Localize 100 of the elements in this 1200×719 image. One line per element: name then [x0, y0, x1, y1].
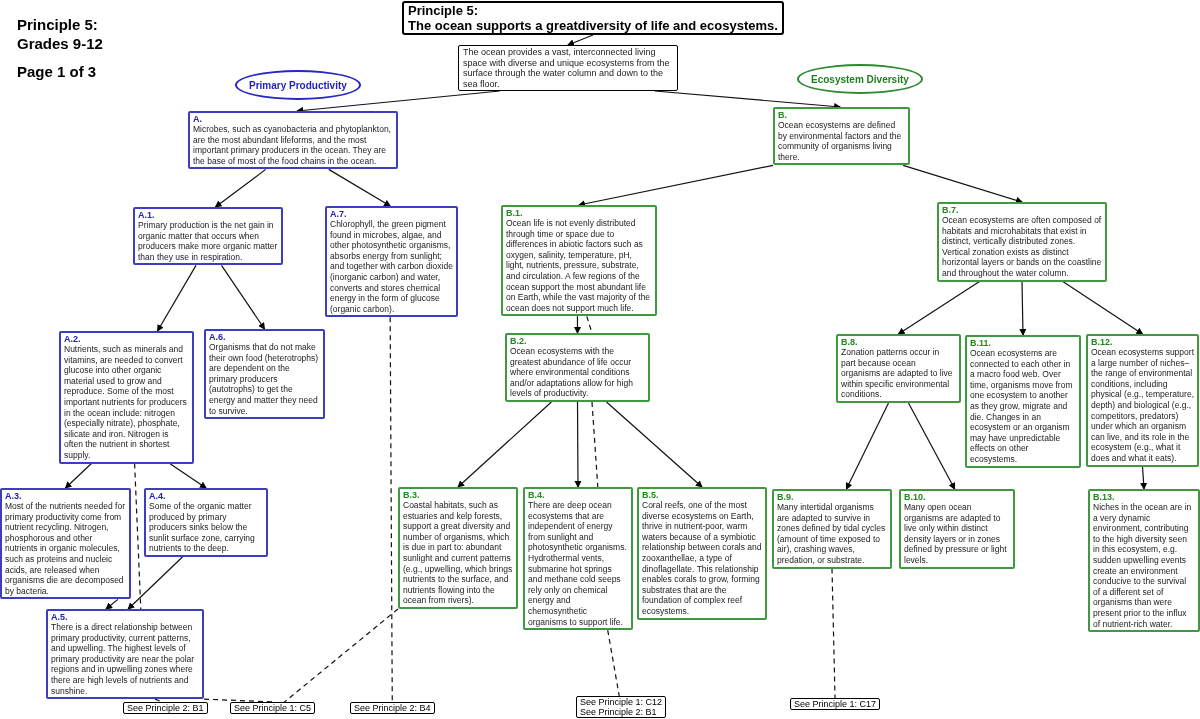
concept-text: Ocean ecosystems are defined by environmental factors and the community of organisms living there. [778, 120, 903, 163]
concept-box [46, 609, 204, 700]
arrow [127, 556, 184, 610]
concept-text: Most of the nutrients needed for primary productivity come from nutrient recycling. Nitrogen, phosphorous and other nutrients in organic molecules, such as proteins and nucleic acids, are released when organisms die are decomposed by bacteria. [5, 501, 126, 597]
concept-box [937, 202, 1107, 282]
concept-heading: B.13. [1093, 492, 1116, 502]
concept-text: Ocean ecosystems with the greatest abundance of life occur where environmental conditions and/or adaptations allow for high levels of productivity. [510, 346, 634, 399]
concept-heading: B.4. [528, 490, 546, 500]
concept-text: Ocean ecosystems are connected to each other in a macro food web. Over time, organisms move from one ecosystem to another as they grow, migrate and die. Changes in an ecosystem or an organism may have unpredictable effects on other ecosystems. [970, 348, 1074, 465]
page-number: Page 1 of 3 [17, 62, 97, 81]
concept-text: Organisms that do not make their own food (heterotrophs) are dependent on the primary producers (autotrophs) to get the energy and matter they need to survive. [209, 342, 320, 417]
reference-box [123, 702, 208, 714]
arrow [1019, 280, 1027, 336]
title-text: Principle 5: [408, 3, 480, 18]
concept-box [505, 333, 650, 402]
concept-text: Coral reefs, one of the most diverse ecosystems on Earth, thrive in nutrient-poor, warm waters because of a symbiotic relationship between corals and zooxanthellae, a type of dinoflagellate. This relationship enables corals to grow, forming substrates that are the foundation of complex reef ecosystems. [642, 500, 762, 617]
arrow [156, 264, 197, 332]
arrow [605, 401, 703, 488]
concept-box [1086, 334, 1199, 467]
concept-heading: A. [193, 114, 203, 124]
dashed-connector [831, 567, 836, 699]
arrow [1062, 280, 1144, 335]
arrow [578, 164, 774, 208]
reference-text: See Principle 2: B1 [127, 703, 204, 713]
title-box [402, 1, 784, 35]
concept-box [1088, 489, 1200, 633]
concept-heading: B.9. [777, 492, 795, 502]
arrow [567, 34, 594, 46]
concept-text: Zonation patterns occur in part because ocean organisms are adapted to live within specific environmental conditions. [841, 347, 954, 400]
dashed-connector [591, 401, 599, 488]
dashed-connector [283, 608, 399, 703]
concept-text: Chlorophyll, the green pigment found in microbes, algae, and other photosynthetic organisms, absorbs energy from sunlight; and together with carbon dioxide (inorganic carbon) and water, converts and stores chemical energy in the form of glucose (organic carbon). [330, 219, 453, 315]
intro-text: The ocean provides a vast, interconnected living space with diverse and unique ecosystems from the surface through the water column and down to the sea floor. [463, 47, 671, 89]
concept-box [899, 489, 1015, 569]
arrow [845, 402, 890, 490]
concept-text: Niches in the ocean are in a very dynamic environment, contributing to the high diversity seen in this ecosystem, e.g. sudden upwelling events create an environment conducive to the survival of a different set of organisms than were present prior to the influx of nutrient-rich water. [1093, 502, 1193, 630]
arrow [574, 315, 581, 334]
concept-heading: A.2. [64, 334, 82, 344]
reference-box [350, 702, 435, 714]
concept-text: There is a direct relationship between primary productivity, current patterns, and upwelling. The highest levels of primary productivity are near the polar regions and in upwelling zones where there are high levels of nutrients and sunshine. [51, 622, 196, 697]
reference-text: See Principle 1: C5 [234, 703, 312, 713]
arrow [214, 168, 267, 208]
concept-box [0, 488, 131, 600]
concept-box [501, 205, 657, 317]
arrow [907, 402, 956, 490]
reference-box [576, 696, 667, 718]
dashed-connector [607, 629, 620, 697]
concept-box [325, 206, 458, 318]
concept-heading: B.8. [841, 337, 859, 347]
reference-box [790, 698, 881, 710]
concept-heading: B.1. [506, 208, 524, 218]
concept-box [523, 487, 633, 631]
concept-box [188, 111, 398, 170]
concept-text: Coastal habitats, such as estuaries and kelp forests, support a great diversity and number of organisms, which is due in part to: abundant sunlight and current patterns (e.g., upwelling, which brings nutrients to the surface, and nutrients flowing into the ocean from rivers). [403, 500, 513, 606]
reference-text: See Principle 1: C12 [580, 697, 663, 707]
category-label: Ecosystem Diversity [811, 72, 909, 87]
concept-text: There are deep ocean ecosystems that are independent of energy from sunlight and photosynthetic organisms. Hydrothermal vents, submarine hot springs and methane cold seeps rely only on chemical energy and chemosynthetic organisms to support life. [528, 500, 628, 628]
concept-text: Ocean ecosystems are often composed of habitats and microhabitats that exist in distinct, vertically distributed zones. Vertical zonation exists as distinct horizontal layers or bands on the coastline and throughout the water column. [942, 215, 1102, 279]
arrow [574, 401, 582, 488]
concept-text: Microbes, such as cyanobacteria and phytoplankton, are the most abundant lifeforms, and the most important primary producers in the ocean. They are the base of most of the food chains in the ocean. [193, 124, 392, 167]
arrow [902, 164, 1023, 204]
concept-box [204, 329, 325, 420]
concept-box [59, 331, 194, 464]
dashed-connector [134, 462, 142, 610]
title-text: The ocean supports a greatdiversity of life and ecosystems. [408, 18, 778, 33]
concept-heading: B.2. [510, 336, 528, 346]
concept-heading: B. [778, 110, 788, 120]
concept-box [398, 487, 518, 609]
arrow [220, 264, 266, 330]
reference-text: See Principle 2: B1 [580, 707, 658, 717]
concept-box [836, 334, 961, 403]
concept-text: Some of the organic matter produced by primary producers sinks below the sunlit surface zone, carrying nutrients to the deep. [149, 501, 256, 554]
concept-text: Ocean ecosystems support a large number of niches–the range of environmental conditions, including physical (e.g., temperature, depth) and biological (e.g., competitors, predators) under which an organism can live, and its role in the ecosystem (e.g., what it does and what it eats). [1091, 347, 1194, 464]
concept-box [772, 489, 892, 569]
concept-text: Ocean life is not evenly distributed through time or space due to differences in abiotic factors such as oxygen, salinity, temperature, pH, light, nutrients, pressure, substrate, and circulation. A few regions of the ocean support the most abundant life on Earth, while the vast majority of the ocean does not support much life. [506, 218, 652, 314]
reference-text: See Principle 2: B4 [354, 703, 431, 713]
arrow [897, 280, 981, 335]
concept-heading: A.6. [209, 332, 227, 342]
concept-heading: B.12. [1091, 337, 1114, 347]
arrow [328, 168, 392, 207]
arrow [457, 401, 552, 488]
arrow [169, 462, 207, 489]
concept-heading: B.3. [403, 490, 421, 500]
concept-text: Many open ocean organisms are adapted to live only within distinct density layers or in zones defined by pressure or light levels. [904, 502, 1008, 566]
concept-box [965, 335, 1081, 468]
concept-heading: A.7. [330, 209, 348, 219]
concept-heading: B.5. [642, 490, 660, 500]
concept-heading: B.10. [904, 492, 927, 502]
concept-text: Many intertidal organisms are adapted to survive in zones defined by tidal cycles (amount of time exposed to air), crashing waves, predation, or substrate. [777, 502, 887, 566]
concept-heading: A.4. [149, 491, 167, 501]
arrow [105, 598, 119, 610]
concept-text: Primary production is the net gain in organic matter that occurs when producers make more organic matter than they use in respiration. [138, 220, 278, 263]
concept-box [144, 488, 268, 557]
concept-box [133, 207, 283, 266]
dashed-connector [154, 698, 163, 703]
reference-text: See Principle 1: C17 [794, 699, 877, 709]
concept-box [773, 107, 910, 166]
concept-heading: B.7. [942, 205, 960, 215]
category-label: Primary Productivity [249, 78, 347, 93]
concept-heading: B.11. [970, 338, 992, 348]
